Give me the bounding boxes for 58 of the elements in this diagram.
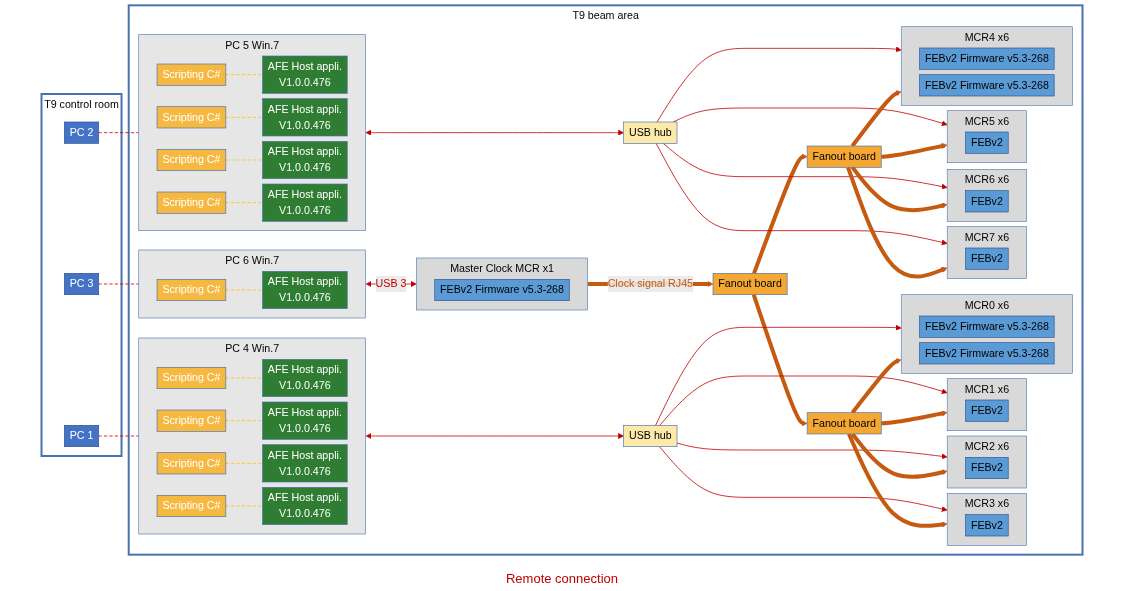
connector — [225, 377, 263, 379]
node-box: FEBv2 Firmware v5.3-268 — [434, 279, 570, 301]
edge-label: Clock signal RJ45 — [607, 278, 694, 290]
edge-label: USB 3 — [375, 278, 407, 290]
arrow — [880, 410, 948, 426]
node-box: USB hub — [623, 425, 678, 447]
node-box: PC 2 — [64, 121, 100, 144]
node-box: Scripting C# — [156, 149, 227, 171]
node-box: AFE Host appli. V1.0.0.476 — [262, 55, 348, 94]
arrow — [850, 358, 902, 414]
node-box: AFE Host appli. V1.0.0.476 — [262, 98, 348, 137]
arrow — [847, 433, 948, 528]
connector — [225, 420, 263, 422]
node-box: Scripting C# — [156, 279, 227, 301]
node-box: Scripting C# — [156, 495, 227, 517]
arrow — [850, 166, 948, 213]
note-text: Remote connection — [506, 571, 618, 586]
node-box: Scripting C# — [156, 106, 227, 129]
node-box: Fanout board — [806, 145, 882, 168]
node-box: Scripting C# — [156, 63, 227, 86]
node-box: Scripting C# — [156, 191, 227, 214]
node-box: FEBv2 Firmware v5.3-268 — [919, 47, 1055, 70]
connector — [225, 289, 263, 291]
arrow — [846, 166, 948, 279]
node-box: AFE Host appli. V1.0.0.476 — [262, 141, 348, 179]
node-box: AFE Host appli. V1.0.0.476 — [262, 444, 348, 483]
connector — [225, 462, 263, 464]
node-box: FEBv2 — [965, 514, 1009, 537]
arrow — [752, 153, 808, 274]
arrow — [850, 90, 902, 148]
node-box: Scripting C# — [156, 409, 227, 432]
node-box: FEBv2 — [965, 190, 1009, 213]
node-box: AFE Host appli. V1.0.0.476 — [262, 183, 348, 222]
connector — [225, 202, 263, 204]
node-box: AFE Host appli. V1.0.0.476 — [262, 271, 348, 309]
node-box: Fanout board — [712, 273, 788, 295]
node-box: AFE Host appli. V1.0.0.476 — [262, 359, 348, 397]
node-box: FEBv2 Firmware v5.3-268 — [919, 315, 1055, 338]
arrow — [751, 294, 808, 427]
node-box: FEBv2 — [965, 457, 1009, 479]
node-box: PC 1 — [64, 425, 100, 447]
node-box: FEBv2 — [965, 131, 1009, 154]
connector — [225, 505, 263, 507]
connector — [225, 159, 263, 161]
node-box: USB hub — [623, 121, 678, 144]
node-box: FEBv2 — [965, 399, 1009, 422]
node-box: FEBv2 Firmware v5.3-268 — [919, 74, 1055, 97]
arrow — [880, 143, 948, 159]
node-box: FEBv2 Firmware v5.3-268 — [919, 342, 1055, 365]
node-box: Fanout board — [806, 412, 882, 435]
node-box: AFE Host appli. V1.0.0.476 — [262, 401, 348, 440]
node-box: Scripting C# — [156, 367, 227, 389]
node-box: AFE Host appli. V1.0.0.476 — [262, 487, 348, 525]
node-box: PC 3 — [64, 273, 100, 295]
node-box: FEBv2 — [965, 247, 1009, 270]
node-box: Scripting C# — [156, 452, 227, 475]
connector — [225, 116, 263, 118]
connector — [225, 74, 263, 76]
